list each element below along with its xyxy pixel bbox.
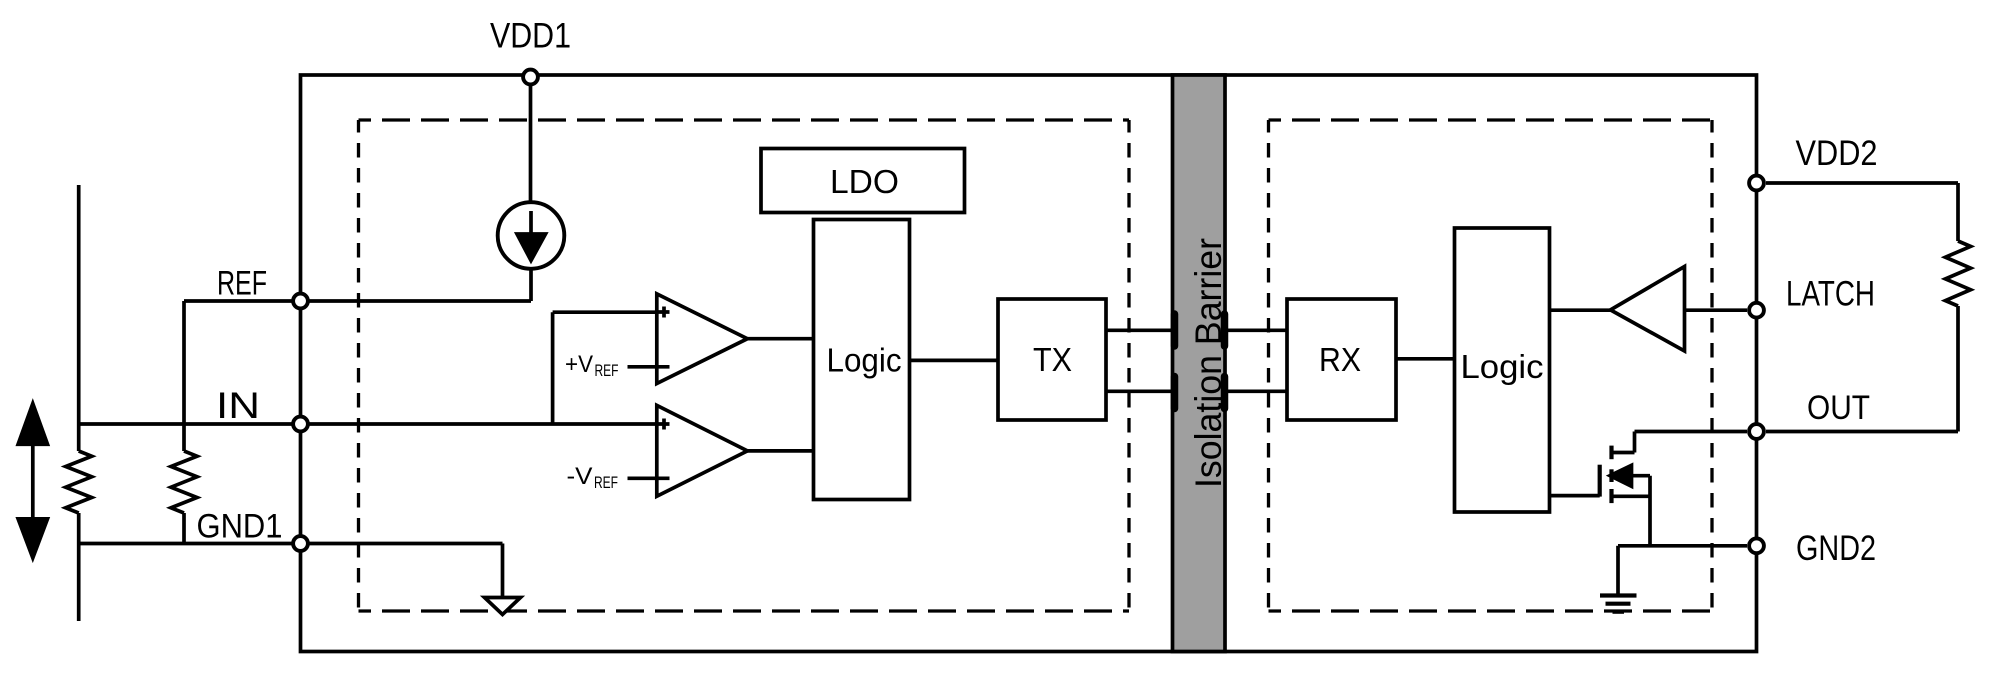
svg-text:GND2: GND2	[1796, 529, 1876, 568]
svg-text:-V: -V	[567, 463, 593, 490]
svg-text:LATCH: LATCH	[1786, 275, 1875, 314]
svg-text:REF: REF	[217, 265, 267, 303]
svg-text:Isolation Barrier: Isolation Barrier	[1188, 238, 1229, 488]
svg-text:RX: RX	[1319, 341, 1361, 378]
svg-text:LDO: LDO	[830, 163, 899, 200]
svg-text:REF: REF	[595, 361, 619, 380]
svg-text:VDD1: VDD1	[490, 17, 571, 56]
svg-text:IN: IN	[216, 385, 260, 426]
svg-text:VDD2: VDD2	[1796, 134, 1878, 173]
svg-text:TX: TX	[1033, 341, 1072, 378]
svg-text:+V: +V	[565, 351, 593, 378]
svg-text:Logic: Logic	[1461, 348, 1544, 385]
svg-text:Logic: Logic	[827, 342, 902, 379]
svg-text:GND1: GND1	[197, 508, 283, 546]
svg-text:OUT: OUT	[1807, 389, 1870, 427]
svg-text:REF: REF	[594, 473, 618, 492]
